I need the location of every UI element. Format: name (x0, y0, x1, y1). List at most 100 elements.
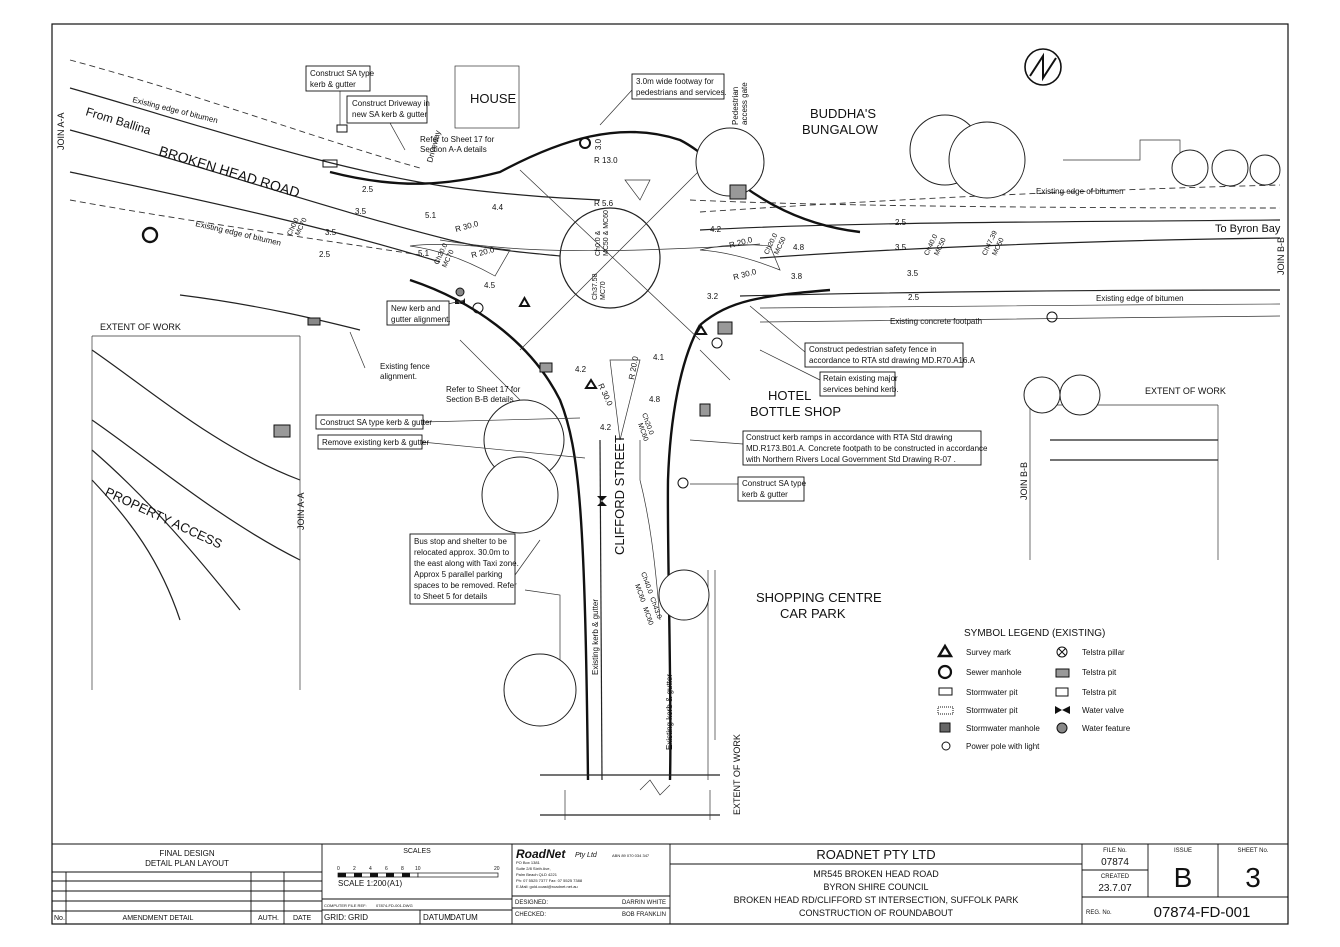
svg-text:Construct kerb ramps in accord: Construct kerb ramps in accordance with … (746, 433, 952, 442)
telstra-pillar-icon (1056, 646, 1068, 658)
telstra-pit-icon (1055, 668, 1070, 678)
house-label: HOUSE (470, 91, 517, 106)
svg-text:GRID: GRID (348, 913, 368, 922)
power-pole-icon (1046, 311, 1058, 323)
svg-text:pedestrians and services.: pedestrians and services. (636, 88, 727, 97)
svg-text:SCALE 1:200: SCALE 1:200 (338, 879, 387, 888)
property-access-label: PROPERTY ACCESS (103, 484, 225, 552)
svg-text:Construct pedestrian safety fe: Construct pedestrian safety fence in (809, 345, 937, 354)
roadnet-logo: RoadNet (516, 847, 566, 861)
svg-text:4.2: 4.2 (575, 365, 587, 374)
svg-text:Stormwater manhole: Stormwater manhole (966, 724, 1040, 733)
svg-text:3.0: 3.0 (594, 138, 603, 150)
road-name: BROKEN HEAD ROAD (157, 143, 302, 201)
svg-text:CREATED: CREATED (1101, 874, 1130, 880)
callout-ped-fence: Construct pedestrian safety fence in acc… (804, 342, 976, 368)
existing-kerb-label: Existing kerb & gutter (591, 599, 600, 675)
svg-text:BOB FRANKLIN: BOB FRANKLIN (622, 912, 666, 918)
svg-text:Suite 2/8 Sixth Ave,: Suite 2/8 Sixth Ave, (516, 866, 551, 871)
extent-of-work-label: EXTENT OF WORK (1145, 386, 1226, 396)
svg-text:3.0m wide footway for: 3.0m wide footway for (636, 77, 714, 86)
svg-text:CONSTRUCTION OF ROUNDABOUT: CONSTRUCTION OF ROUNDABOUT (799, 908, 954, 918)
stormwater-pit-icon (322, 159, 338, 168)
to-byron-bay-label: To Byron Bay (1215, 223, 1281, 235)
svg-text:(A1): (A1) (387, 879, 402, 888)
svg-text:AUTH.: AUTH. (258, 915, 279, 922)
issue-letter: B (1174, 862, 1193, 893)
svg-text:spaces to be removed. Refer: spaces to be removed. Refer (414, 581, 517, 590)
svg-text:DATE: DATE (293, 915, 311, 922)
fence-note: Existing fence (380, 362, 430, 371)
svg-text:Bus stop and shelter to be: Bus stop and shelter to be (414, 537, 508, 546)
svg-text:Telstra pit: Telstra pit (1082, 668, 1117, 677)
svg-text:DATUM: DATUM (450, 913, 478, 922)
telstra-pit-icon (307, 317, 321, 326)
svg-text:Pty Ltd: Pty Ltd (575, 852, 598, 859)
svg-text:R 5.6: R 5.6 (594, 199, 614, 208)
shopping-label: CAR PARK (780, 606, 846, 621)
svg-text:3.5: 3.5 (895, 243, 907, 252)
legend-title: SYMBOL LEGEND (EXISTING) (964, 628, 1105, 639)
svg-text:R 30.0: R 30.0 (732, 267, 758, 282)
roundabout-centre (559, 207, 661, 309)
refer-note: Refer to Sheet 17 for (446, 385, 521, 394)
ped-gate-label: Pedestrian (731, 87, 740, 125)
svg-text:0: 0 (337, 866, 340, 872)
svg-text:Ph: 07 5525 7377 Fax: 07 5525: Ph: 07 5525 7377 Fax: 07 5525 7388 (516, 878, 583, 883)
svg-text:6: 6 (385, 866, 388, 872)
svg-text:Ch0.0 &: Ch0.0 & (595, 230, 602, 256)
power-pole-icon (472, 302, 484, 314)
callout-construct-sa: Construct SA type kerb & gutter (305, 65, 375, 92)
edge-bitumen-label: Existing edge of bitumen (1096, 294, 1184, 303)
svg-text:Retain existing major: Retain existing major (823, 374, 898, 383)
svg-text:accordance to RTA std drawing: accordance to RTA std drawing MD.R70.A16… (809, 356, 976, 365)
hotel-label: HOTEL (768, 388, 811, 403)
svg-text:10: 10 (415, 866, 421, 872)
svg-text:3.5: 3.5 (325, 228, 337, 237)
svg-text:4.2: 4.2 (710, 225, 722, 234)
svg-text:to Sheet 5 for details: to Sheet 5 for details (414, 592, 487, 601)
telstra-pit-icon (539, 362, 553, 373)
svg-text:ISSUE: ISSUE (1174, 848, 1192, 854)
svg-text:5.1: 5.1 (418, 249, 430, 258)
svg-text:Construct Driveway in: Construct Driveway in (352, 99, 430, 108)
refer-note: Section B-B details (446, 395, 514, 404)
svg-text:Construct SA type kerb & gutte: Construct SA type kerb & gutter (320, 418, 432, 427)
dimensions: 2.5 3.5 5.1 4.4 3.5 2.5 5.1 4.5 4.2 4.2 … (319, 138, 920, 432)
svg-text:4.4: 4.4 (492, 203, 504, 212)
extent-of-work-label: EXTENT OF WORK (100, 322, 181, 332)
svg-text:gutter alignment.: gutter alignment. (391, 315, 451, 324)
svg-text:the east along with Taxi zone.: the east along with Taxi zone. (414, 559, 519, 568)
svg-text:3.2: 3.2 (707, 292, 719, 301)
svg-text:kerb & gutter: kerb & gutter (310, 80, 356, 89)
north-arrow-icon (1024, 48, 1062, 86)
svg-text:Telstra pit: Telstra pit (1082, 688, 1117, 697)
water-feature-icon (455, 287, 465, 297)
svg-text:R 30.0: R 30.0 (596, 382, 614, 408)
callout-leaders (339, 89, 821, 576)
svg-text:07874-FD-001.DWG: 07874-FD-001.DWG (376, 903, 413, 908)
telstra-pit-icon (717, 321, 733, 335)
edge-bitumen-label: Existing edge of bitumen (1036, 187, 1124, 196)
footpath-label: Existing concrete footpath (890, 317, 982, 326)
svg-text:3.5: 3.5 (355, 207, 367, 216)
join-bb-label: JOIN B-B (1276, 237, 1286, 275)
drawing-border (51, 23, 1289, 925)
edge-bitumen-label: Existing edge of bitumen (195, 219, 282, 247)
extent-of-work-label: EXTENT OF WORK (732, 734, 742, 815)
symbol-legend: SYMBOL LEGEND (EXISTING) Survey mark Sew… (936, 628, 1131, 751)
callout-bus-stop: Bus stop and shelter to be relocated app… (409, 533, 519, 605)
svg-text:2: 2 (353, 866, 356, 872)
svg-text:20: 20 (494, 866, 500, 872)
join-bb-label: JOIN B-B (1019, 462, 1029, 500)
svg-text:DATUM:: DATUM: (423, 913, 453, 922)
survey-mark-icon (936, 643, 954, 658)
refer-note: Section A-A details (420, 145, 487, 154)
svg-text:4.1: 4.1 (653, 353, 665, 362)
svg-text:Construct SA type: Construct SA type (742, 479, 807, 488)
scale-bar: 0 2 4 6 8 10 20 (337, 866, 500, 878)
survey-mark-icon (518, 295, 531, 307)
final-design: FINAL DESIGN (159, 849, 214, 858)
svg-text:R 20.0: R 20.0 (728, 235, 754, 250)
svg-text:E-Mail: gold.coast@roadnet.net: E-Mail: gold.coast@roadnet.net.au (516, 884, 578, 889)
